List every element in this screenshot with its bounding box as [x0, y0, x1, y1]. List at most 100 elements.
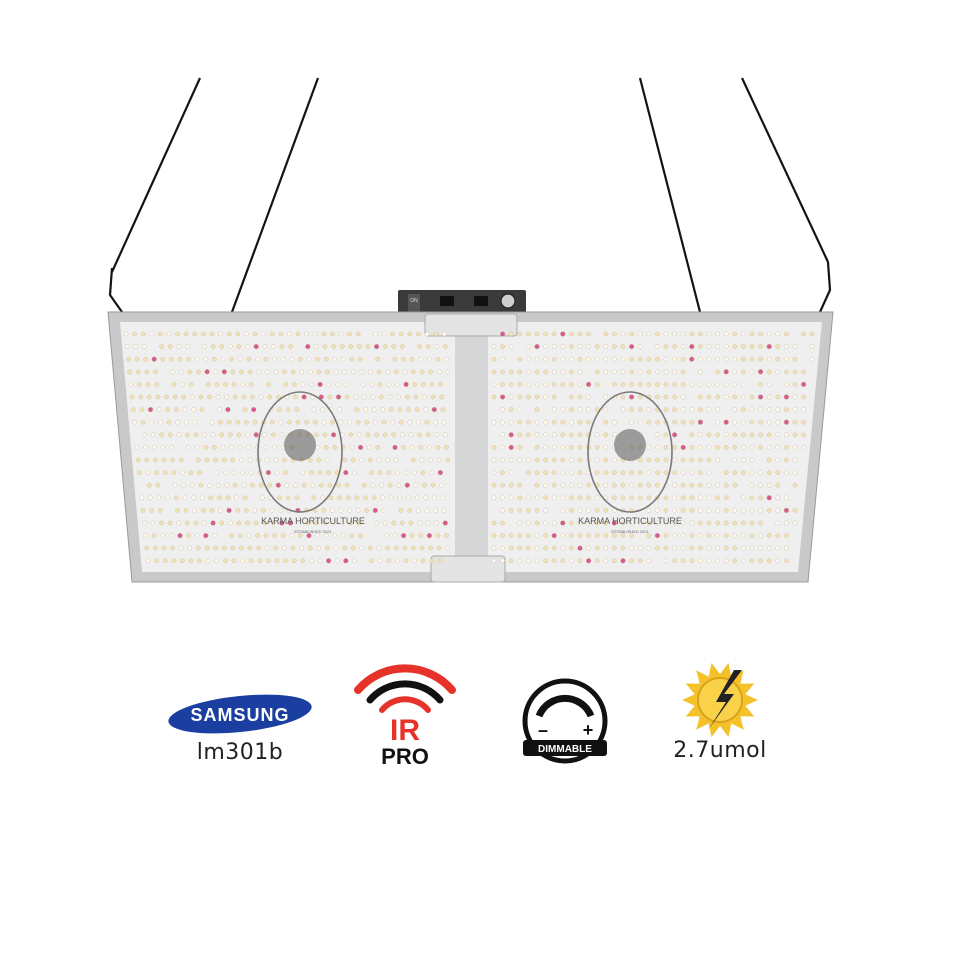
- led-diode: [517, 394, 523, 400]
- led-diode: [783, 419, 790, 425]
- led-diode: [299, 369, 305, 375]
- led-diode: [289, 533, 295, 538]
- led-diode: [325, 369, 330, 375]
- led-diode: [140, 419, 146, 425]
- led-diode: [543, 495, 548, 501]
- led-diode: [758, 470, 763, 475]
- led-diode: [757, 394, 764, 400]
- led-diode: [375, 356, 381, 362]
- led-diode: [809, 356, 815, 362]
- led-diode: [203, 532, 209, 539]
- led-diode: [126, 356, 131, 362]
- led-diode: [181, 482, 186, 488]
- led-diode: [672, 457, 677, 463]
- dimmer-dial-icon: – + DIMMABLE: [522, 678, 608, 764]
- led-diode: [749, 344, 755, 349]
- led-diode: [698, 482, 703, 488]
- led-diode: [157, 508, 163, 513]
- led-diode: [385, 369, 391, 375]
- led-diode: [285, 495, 291, 501]
- led-diode: [508, 444, 514, 451]
- led-diode: [305, 520, 311, 526]
- led-diode: [159, 344, 164, 349]
- led-diode: [305, 344, 311, 350]
- led-diode: [612, 482, 617, 488]
- led-diode: [749, 495, 755, 501]
- led-diode: [236, 432, 242, 438]
- led-diode: [775, 482, 781, 488]
- led-diode: [637, 394, 643, 400]
- led-diode: [741, 445, 746, 450]
- led-diode: [517, 533, 523, 538]
- led-diode: [569, 508, 574, 513]
- led-diode: [337, 407, 343, 412]
- led-diode: [672, 419, 677, 425]
- led-diode: [160, 533, 166, 538]
- led-diode: [232, 394, 238, 400]
- led-diode: [732, 533, 738, 538]
- led-diode: [171, 382, 177, 387]
- led-diode: [401, 445, 406, 450]
- led-diode: [500, 394, 506, 400]
- led-diode: [569, 407, 574, 412]
- led-diode: [316, 457, 322, 463]
- led-diode: [223, 558, 228, 564]
- led-diode: [775, 495, 781, 501]
- led-diode: [144, 545, 150, 551]
- led-diode: [407, 419, 413, 425]
- led-diode: [603, 445, 609, 450]
- led-diode: [715, 356, 720, 362]
- led-diode: [142, 344, 147, 349]
- led-diode: [220, 445, 226, 450]
- led-diode: [392, 356, 398, 362]
- led-diode: [408, 520, 414, 526]
- led-diode: [435, 533, 441, 538]
- led-diode: [343, 382, 349, 387]
- led-diode: [586, 394, 591, 400]
- led-diode: [663, 470, 669, 475]
- led-diode: [569, 482, 574, 488]
- led-diode: [543, 445, 548, 450]
- led-diode: [406, 407, 411, 412]
- led-diode: [741, 520, 746, 526]
- led-diode: [234, 495, 239, 501]
- led-diode: [749, 508, 755, 513]
- led-diode: [723, 369, 729, 375]
- led-diode: [715, 394, 720, 400]
- led-diode: [646, 558, 652, 564]
- led-diode: [330, 419, 335, 425]
- led-diode: [680, 508, 686, 513]
- led-diode: [269, 419, 275, 425]
- led-diode: [386, 382, 392, 387]
- led-diode: [221, 369, 227, 375]
- led-diode: [144, 369, 150, 375]
- led-diode: [329, 508, 335, 513]
- led-diode: [369, 470, 374, 475]
- led-diode: [417, 432, 422, 438]
- led-diode: [204, 369, 210, 375]
- led-diode: [438, 558, 443, 564]
- led-diode: [364, 508, 370, 513]
- led-diode: [577, 508, 583, 513]
- led-diode: [569, 356, 574, 362]
- samsung-logo-text: SAMSUNG: [190, 705, 289, 725]
- led-diode: [361, 482, 367, 488]
- ir-text: IR: [390, 714, 420, 747]
- led-diode: [569, 495, 574, 501]
- led-diode: [409, 356, 415, 362]
- led-diode: [672, 331, 677, 337]
- led-diode: [392, 533, 398, 538]
- led-diode: [715, 382, 720, 387]
- led-diode: [283, 470, 288, 475]
- led-diode: [646, 382, 652, 387]
- led-diode: [749, 470, 755, 475]
- led-diode: [792, 482, 798, 488]
- led-diode: [137, 470, 142, 475]
- led-diode: [560, 495, 566, 501]
- led-diode: [209, 508, 215, 513]
- led-diode: [325, 545, 330, 551]
- led-diode: [253, 432, 259, 438]
- led-diode: [214, 558, 220, 564]
- led-diode: [534, 432, 540, 438]
- led-diode: [715, 545, 720, 551]
